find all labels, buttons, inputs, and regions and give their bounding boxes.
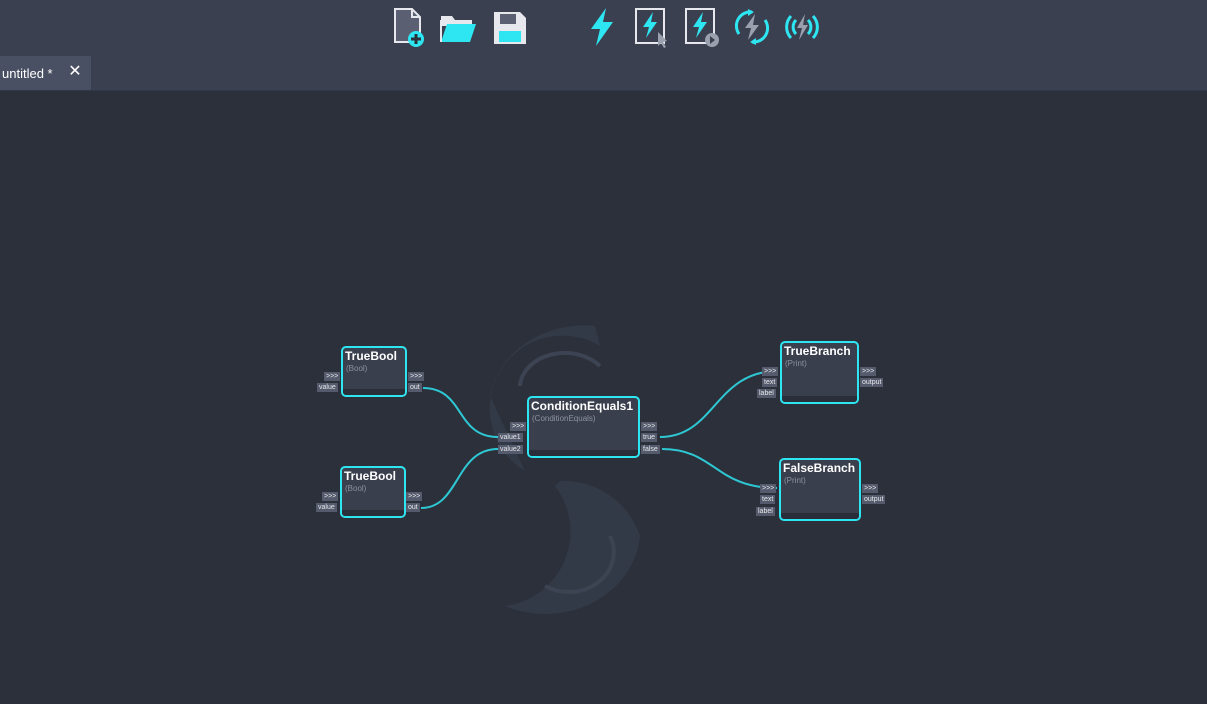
input-pin-text[interactable]: text (762, 378, 778, 387)
input-pin-value[interactable]: value (317, 383, 338, 392)
node-title: TrueBool (345, 349, 398, 363)
node-truebool-1[interactable]: TrueBool (Bool) (341, 346, 407, 397)
node-type: (ConditionEquals) (532, 414, 596, 423)
output-pin-output[interactable]: output (862, 495, 886, 504)
connection-wires (420, 370, 779, 509)
run-step-icon[interactable] (682, 6, 722, 48)
node-false-branch[interactable]: FalseBranch (Print) (779, 458, 861, 521)
input-pin-value2[interactable]: value2 (498, 445, 523, 454)
run-selected-icon[interactable] (632, 6, 672, 48)
input-pin-value[interactable]: value (316, 503, 337, 512)
broadcast-run-icon[interactable] (782, 6, 822, 48)
node-footer (529, 450, 638, 456)
node-type: (Bool) (346, 364, 368, 373)
wire-true-truebranch (659, 370, 779, 438)
output-pin-out[interactable]: out (408, 383, 422, 392)
graph-canvas[interactable]: TrueBool (Bool) >>> value >>> out TrueBo… (0, 91, 1207, 704)
new-file-icon[interactable] (390, 6, 430, 48)
tab-label: untitled * (2, 66, 53, 81)
node-truebool-2[interactable]: TrueBool (Bool) (340, 466, 406, 518)
wire-truebool1-value1 (422, 387, 499, 438)
input-flow-pin[interactable]: >>> (324, 372, 341, 381)
node-title: FalseBranch (783, 461, 856, 475)
node-type: (Print) (784, 476, 806, 485)
wire-false-falsebranch (661, 448, 778, 489)
node-condition-equals[interactable]: ConditionEquals1 (ConditionEquals) (527, 396, 640, 458)
tab-bar: untitled * ✕ (0, 56, 1207, 91)
close-icon[interactable]: ✕ (68, 63, 82, 80)
input-pin-label[interactable]: label (756, 507, 775, 516)
live-run-icon[interactable] (732, 6, 772, 48)
input-pin-text[interactable]: text (760, 495, 776, 504)
save-icon[interactable] (490, 6, 530, 48)
input-flow-pin[interactable]: >>> (322, 492, 339, 501)
input-pin-label[interactable]: label (757, 389, 776, 398)
input-flow-pin[interactable]: >>> (762, 367, 779, 376)
open-folder-icon[interactable] (438, 6, 478, 48)
output-flow-pin[interactable]: >>> (406, 492, 423, 501)
output-pin-false[interactable]: false (641, 445, 660, 454)
output-flow-pin[interactable]: >>> (862, 484, 879, 493)
node-footer (343, 389, 405, 395)
main-toolbar (0, 0, 1207, 56)
node-type: (Bool) (345, 484, 367, 493)
output-pin-output[interactable]: output (860, 378, 884, 387)
tab-untitled[interactable]: untitled * ✕ (0, 56, 91, 90)
node-title: TrueBranch (784, 344, 851, 358)
wire-truebool2-value2 (420, 448, 499, 509)
output-pin-out[interactable]: out (406, 503, 420, 512)
node-footer (781, 513, 859, 519)
input-flow-pin[interactable]: >>> (760, 484, 777, 493)
output-pin-true[interactable]: true (641, 433, 658, 442)
node-footer (782, 396, 857, 402)
output-flow-pin[interactable]: >>> (641, 422, 658, 431)
node-footer (342, 510, 404, 516)
node-true-branch[interactable]: TrueBranch (Print) (780, 341, 859, 404)
run-icon[interactable] (582, 6, 622, 48)
output-flow-pin[interactable]: >>> (408, 372, 425, 381)
node-type: (Print) (785, 359, 807, 368)
node-title: TrueBool (344, 469, 397, 483)
input-flow-pin[interactable]: >>> (510, 422, 527, 431)
input-pin-value1[interactable]: value1 (498, 433, 523, 442)
node-title: ConditionEquals1 (531, 399, 633, 413)
logo-watermark (489, 325, 640, 615)
output-flow-pin[interactable]: >>> (860, 367, 877, 376)
